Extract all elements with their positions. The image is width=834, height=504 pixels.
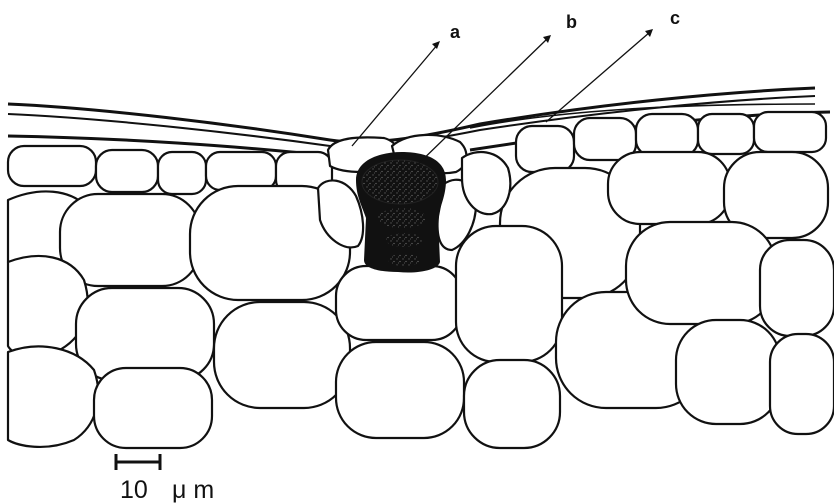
stalk-cell-3 <box>388 254 420 266</box>
secretory-head <box>362 160 438 204</box>
stalk-cell-2 <box>386 233 422 247</box>
label-a: a <box>450 22 461 42</box>
scale-bar: 10 μ m <box>116 454 214 504</box>
scale-bar-value: 10 <box>120 476 148 504</box>
arrow-a-head <box>432 41 440 49</box>
secretory-structure <box>356 152 446 273</box>
arrow-a <box>352 44 438 146</box>
label-c: c <box>670 8 680 28</box>
scale-bar-unit: μ m <box>172 476 214 504</box>
label-b: b <box>566 12 577 32</box>
stalk-cell-1 <box>378 208 426 228</box>
